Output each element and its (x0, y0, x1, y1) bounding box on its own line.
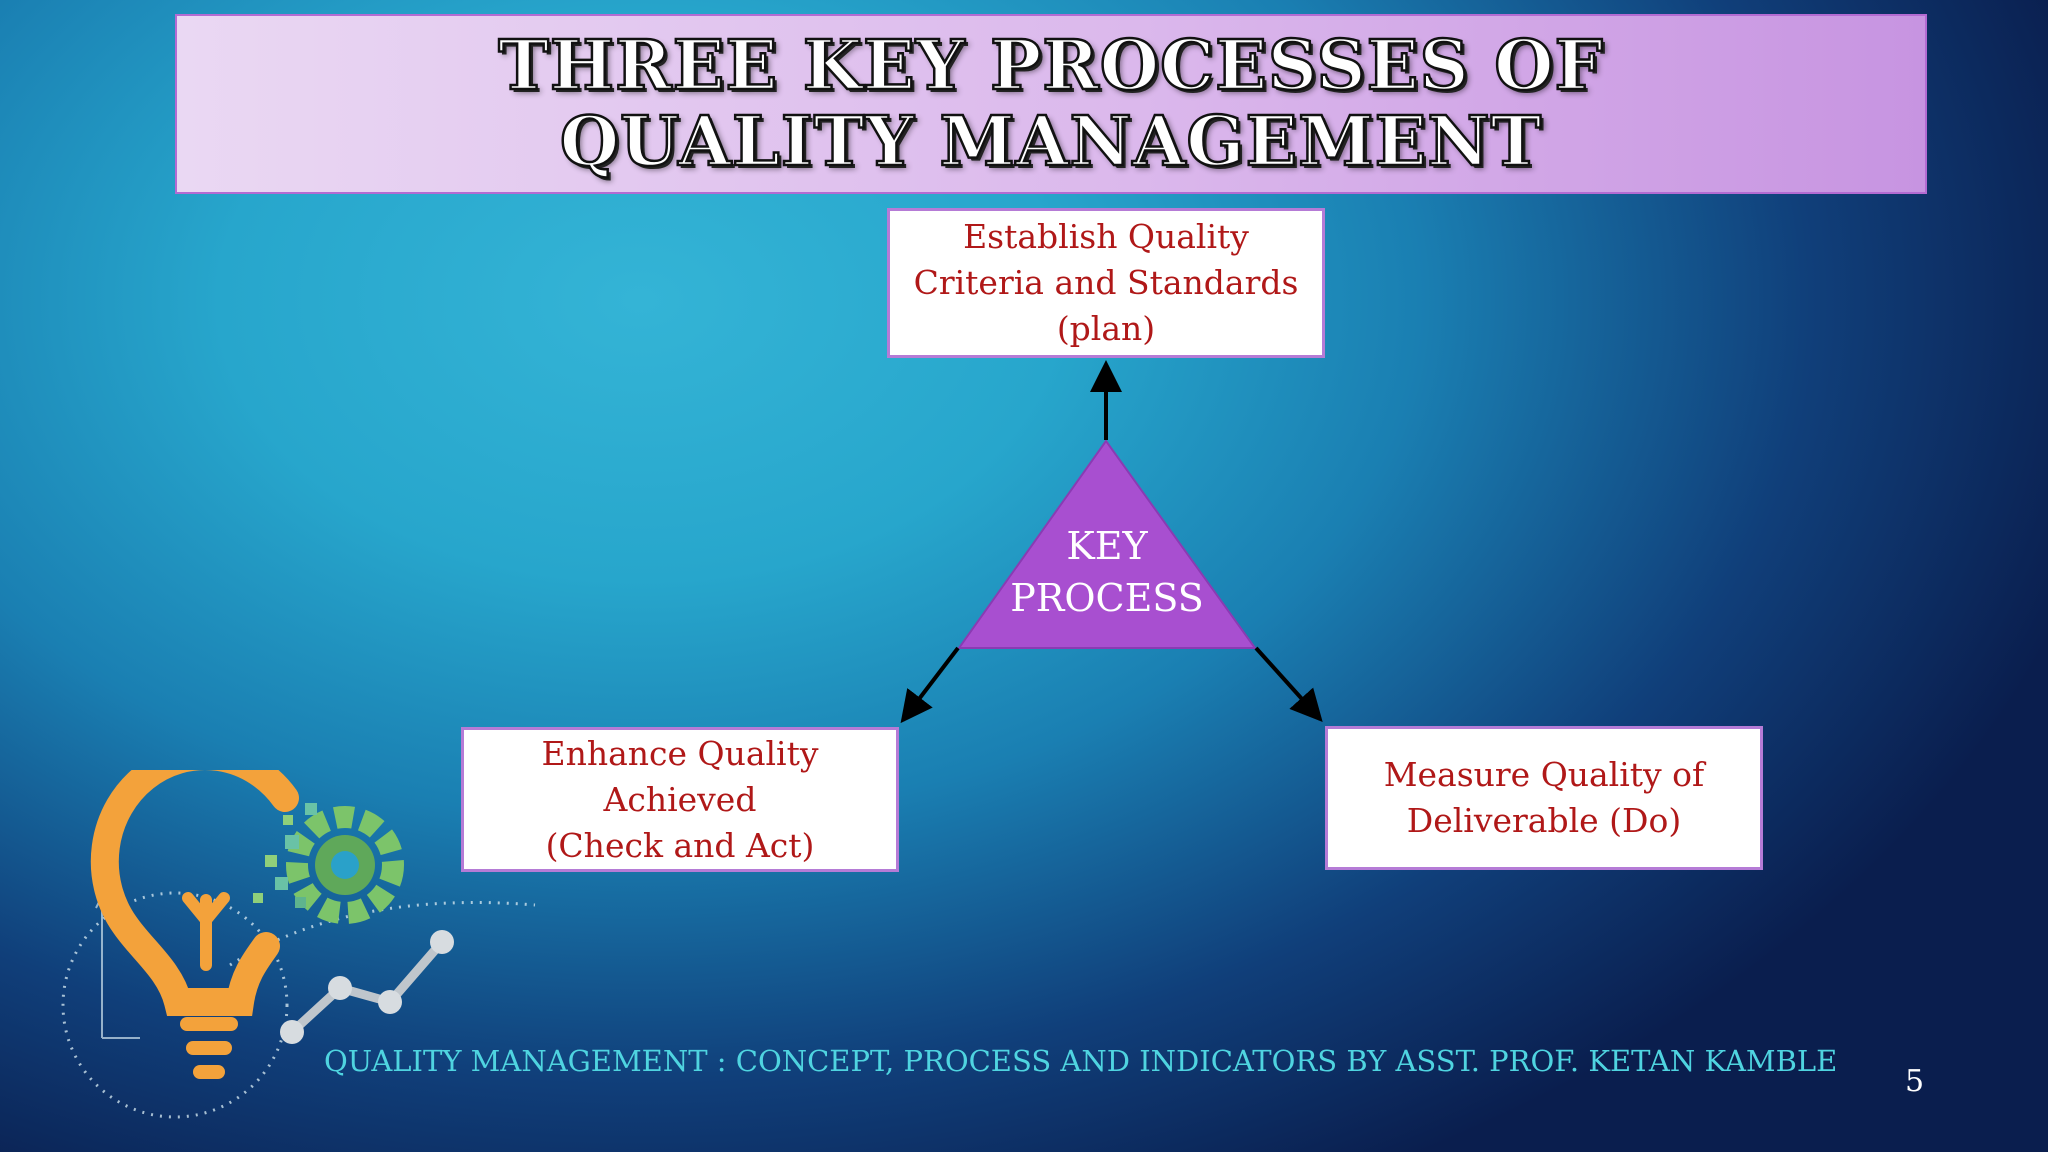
page-number: 5 (1905, 1064, 1925, 1099)
node-enhance-quality: Enhance Quality Achieved (Check and Act) (461, 727, 899, 872)
node-measure-quality: Measure Quality of Deliverable (Do) (1325, 726, 1763, 870)
footer-caption: QUALITY MANAGEMENT : CONCEPT, PROCESS AN… (324, 1044, 1838, 1078)
key-process-label: KEY PROCESS (1010, 524, 1204, 620)
node-enhance-quality-text: Enhance Quality Achieved (Check and Act) (541, 733, 819, 865)
arrow-to-left (900, 646, 960, 724)
node-establish-quality-text: Establish Quality Criteria and Standards… (913, 217, 1299, 348)
growth-chart-icon (280, 930, 454, 1044)
slide-title: THREE KEY PROCESSES OF QUALITY MANAGEMEN… (497, 26, 1604, 182)
arrow-to-right (1254, 646, 1323, 722)
quality-logo (61, 770, 536, 1119)
key-process-triangle (957, 439, 1257, 649)
gear-icon (253, 803, 404, 924)
title-banner: THREE KEY PROCESSES OF QUALITY MANAGEMEN… (175, 14, 1927, 194)
node-establish-quality: Establish Quality Criteria and Standards… (887, 208, 1325, 358)
node-measure-quality-text: Measure Quality of Deliverable (Do) (1383, 755, 1705, 840)
lightbulb-icon (90, 770, 299, 1079)
